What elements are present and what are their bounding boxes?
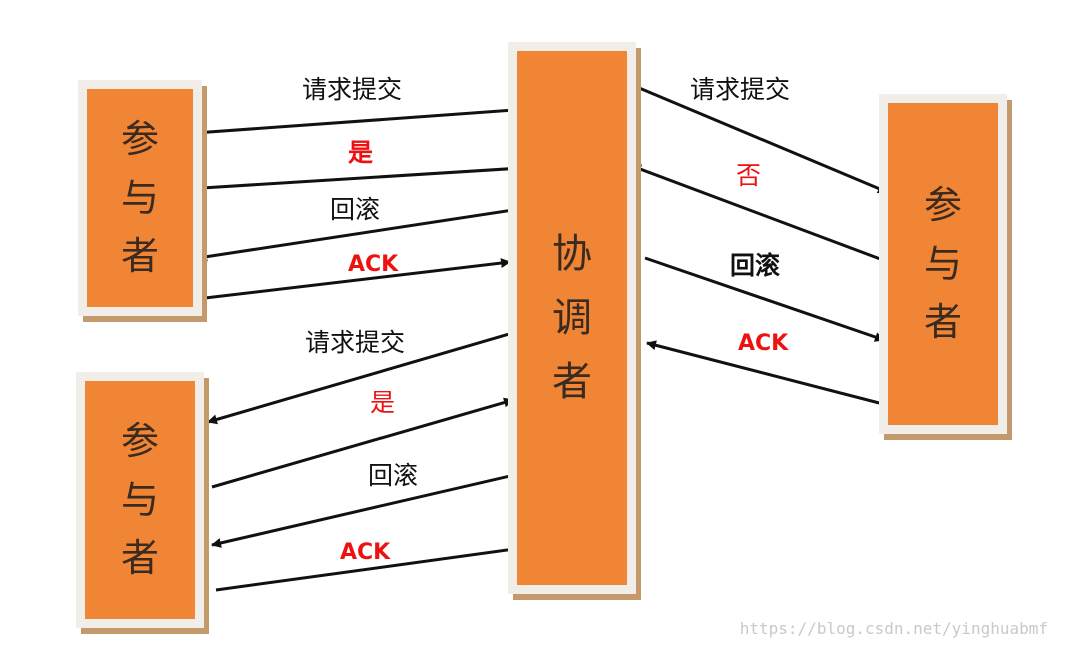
coordinator-box-fill: 协 调 者	[517, 51, 627, 585]
arrow-rollback-to-p2	[211, 471, 524, 548]
label-request-commit: 请求提交	[305, 328, 406, 357]
participant-char-3: 者	[923, 300, 962, 345]
participant-box-top-left: 参 与 者	[78, 80, 202, 316]
participant-char-2: 与	[923, 241, 962, 286]
participant-box-right: 参 与 者	[879, 94, 1007, 434]
participant-char-2: 与	[120, 175, 159, 220]
label-yes: 是	[348, 138, 374, 167]
arrow-ack-from-p1	[204, 258, 511, 300]
arrow-request-commit-to-p1	[194, 108, 516, 138]
arrow-no-from-p3	[631, 164, 884, 262]
participant-char-3: 者	[120, 536, 159, 581]
arrow-rollback-to-p1	[197, 208, 514, 262]
coordinator-char-2: 调	[552, 295, 592, 341]
arrow-ack-from-p2	[215, 544, 523, 592]
arrow-yes-from-p2	[211, 397, 514, 489]
label-rollback: 回滚	[368, 461, 419, 490]
label-rollback: 回滚	[730, 251, 781, 280]
coordinator-char-3: 者	[552, 359, 592, 405]
label-request-commit: 请求提交	[690, 75, 791, 104]
participant-box-bottom-left: 参 与 者	[76, 372, 204, 628]
participant-box-fill: 参 与 者	[85, 381, 195, 619]
label-rollback: 回滚	[330, 195, 381, 224]
participant-char-2: 与	[120, 477, 159, 522]
coordinator-char-1: 协	[552, 231, 592, 277]
label-ack: ACK	[348, 252, 399, 277]
label-ack: ACK	[738, 331, 789, 356]
label-request-commit: 请求提交	[302, 75, 403, 104]
participant-char-1: 参	[120, 116, 159, 161]
arrow-rollback-to-p3	[644, 256, 885, 342]
participant-char-1: 参	[120, 418, 159, 463]
label-ack: ACK	[340, 540, 391, 565]
arrow-ack-from-p3	[646, 340, 888, 407]
participant-char-1: 参	[923, 182, 962, 227]
participant-box-fill: 参 与 者	[87, 89, 193, 307]
participant-char-3: 者	[120, 234, 159, 279]
participant-box-fill: 参 与 者	[888, 103, 998, 425]
label-yes: 是	[370, 388, 396, 417]
arrow-request-commit-to-p2	[207, 328, 524, 425]
arrow-yes-from-p1	[201, 163, 523, 190]
watermark-text: https://blog.csdn.net/yinghuabmf	[739, 619, 1048, 638]
coordinator-box: 协 调 者	[508, 42, 636, 594]
arrow-request-commit-to-p3	[631, 83, 888, 194]
label-no: 否	[736, 161, 762, 190]
